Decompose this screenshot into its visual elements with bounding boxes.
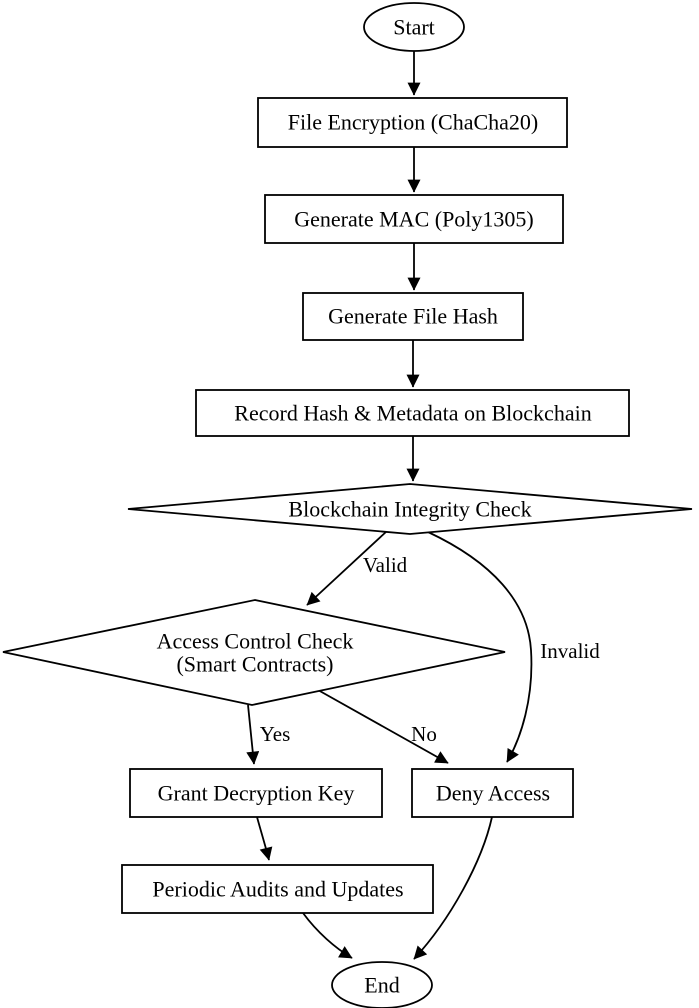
edge-periodic-audits-to-end <box>302 912 353 959</box>
access-check-label-line2: (Smart Contracts) <box>176 652 333 677</box>
edge-deny-access-to-end <box>413 816 493 960</box>
deny-access-box <box>411 768 574 818</box>
grant-key-label: Grant Decryption Key <box>158 781 355 806</box>
edge-invalid-integrity-to-deny-access <box>427 531 533 763</box>
record-hash-box <box>195 389 630 437</box>
edge-label-no: No <box>411 722 437 746</box>
generate-file-hash-label: Generate File Hash <box>328 304 498 329</box>
edge-label-yes: Yes <box>260 722 291 746</box>
node-integrity-check: Blockchain Integrity Check <box>127 483 693 535</box>
node-periodic-audits: Periodic Audits and Updates <box>121 864 434 914</box>
node-grant-key: Grant Decryption Key <box>129 768 383 818</box>
node-access-check: Access Control Check (Smart Contracts) <box>2 599 506 706</box>
edge-label-invalid: Invalid <box>540 639 600 663</box>
access-check-diamond <box>2 599 506 706</box>
integrity-check-diamond <box>127 483 693 535</box>
generate-mac-box <box>264 194 564 244</box>
node-generate-file-hash: Generate File Hash <box>302 292 524 341</box>
deny-access-label: Deny Access <box>436 781 550 806</box>
generate-file-hash-box <box>302 292 524 341</box>
node-file-encryption: File Encryption (ChaCha20) <box>257 97 568 148</box>
end-label: End <box>364 973 399 998</box>
node-end: End <box>331 961 433 1008</box>
edge-grant-key-to-periodic-audits <box>256 816 273 861</box>
node-deny-access: Deny Access <box>411 768 574 818</box>
edge-no-access-check-to-deny-access <box>317 689 449 764</box>
generate-mac-label: Generate MAC (Poly1305) <box>294 207 534 232</box>
access-check-label-line1: Access Control Check <box>157 629 354 654</box>
edge-label-valid: Valid <box>363 553 408 577</box>
start-label: Start <box>393 15 435 40</box>
node-start: Start <box>363 2 465 52</box>
record-hash-label: Record Hash & Metadata on Blockchain <box>234 401 591 426</box>
end-ellipse <box>331 961 433 1008</box>
grant-key-box <box>129 768 383 818</box>
file-encryption-box <box>257 97 568 148</box>
edge-valid-integrity-to-access-check <box>306 530 388 606</box>
node-record-hash: Record Hash & Metadata on Blockchain <box>195 389 630 437</box>
periodic-audits-label: Periodic Audits and Updates <box>152 877 403 902</box>
periodic-audits-box <box>121 864 434 914</box>
edge-labels: Valid Invalid Yes No <box>260 553 601 746</box>
start-ellipse <box>363 2 465 52</box>
edges <box>246 51 533 960</box>
edge-yes-access-check-to-grant-key <box>246 704 260 765</box>
node-generate-mac: Generate MAC (Poly1305) <box>264 194 564 244</box>
file-encryption-label: File Encryption (ChaCha20) <box>288 110 539 135</box>
integrity-check-label: Blockchain Integrity Check <box>288 497 531 522</box>
